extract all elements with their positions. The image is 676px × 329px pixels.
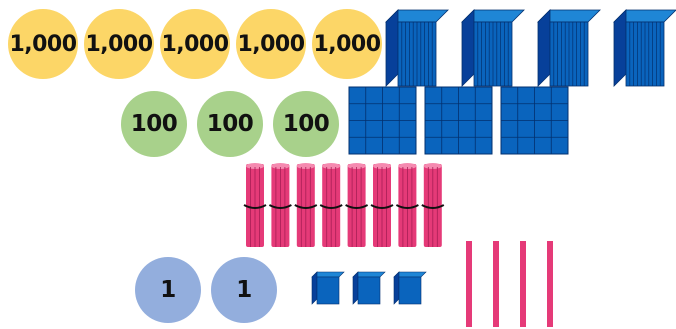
thousand-cube: [462, 10, 524, 86]
thousand-cube: [614, 10, 676, 86]
single-ten-rod: [520, 241, 526, 327]
unit-side-face: [353, 272, 358, 304]
bundled-ten-rod: [269, 163, 291, 247]
unit-front-face: [317, 277, 339, 304]
hundred-flat: [501, 87, 568, 154]
hundred-flat: [349, 87, 416, 154]
single-ten-rod: [493, 241, 499, 327]
bundled-ten-rod: [244, 163, 266, 247]
unit-cube: [353, 272, 385, 304]
single-ten-rod: [466, 241, 472, 327]
cube-side-face: [386, 10, 398, 86]
bundled-ten-rod: [346, 163, 368, 247]
cube-side-face: [538, 10, 550, 86]
thousand-cube: [538, 10, 600, 86]
unit-cube: [312, 272, 344, 304]
bundled-ten-rod: [422, 163, 444, 247]
unit-cube: [394, 272, 426, 304]
thousand-cube: [386, 10, 448, 86]
bundled-ten-rod: [320, 163, 342, 247]
bundled-ten-rod: [295, 163, 317, 247]
unit-side-face: [312, 272, 317, 304]
bundled-ten-rod: [371, 163, 393, 247]
unit-front-face: [399, 277, 421, 304]
unit-side-face: [394, 272, 399, 304]
hundred-flat: [425, 87, 492, 154]
single-ten-rod: [547, 241, 553, 327]
cube-side-face: [614, 10, 626, 86]
unit-front-face: [358, 277, 380, 304]
cube-side-face: [462, 10, 474, 86]
bundled-ten-rod: [396, 163, 418, 247]
